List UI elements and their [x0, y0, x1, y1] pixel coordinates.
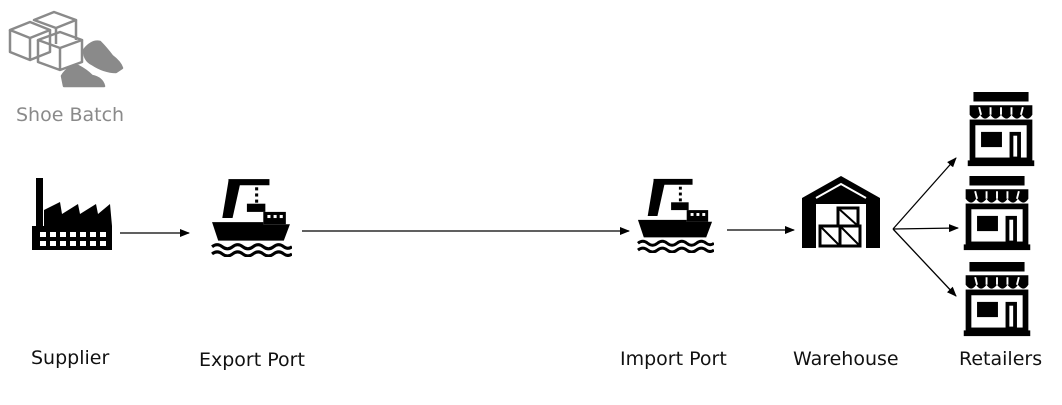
import-port-label: Import Port — [620, 348, 727, 370]
arrow-warehouse-to-retailer-1 — [892, 157, 957, 230]
cargo-ship-icon — [636, 177, 714, 253]
warehouse-label: Warehouse — [793, 348, 899, 370]
boxes-and-shoes-icon — [8, 10, 124, 88]
arrow-warehouse-to-retailer-2 — [892, 224, 959, 233]
cargo-ship-icon — [210, 177, 292, 257]
export-port-label: Export Port — [199, 349, 305, 371]
arrow-warehouse-to-retailer-3 — [892, 228, 957, 297]
retailers-label: Retailers — [959, 348, 1043, 370]
storefront-icon — [968, 92, 1035, 166]
supplier-label: Supplier — [31, 347, 110, 369]
storefront-icon — [964, 176, 1031, 250]
storefront-icon — [964, 262, 1031, 336]
factory-icon — [32, 178, 112, 250]
shoe-batch-label: Shoe Batch — [16, 104, 125, 126]
warehouse-icon — [802, 176, 880, 248]
